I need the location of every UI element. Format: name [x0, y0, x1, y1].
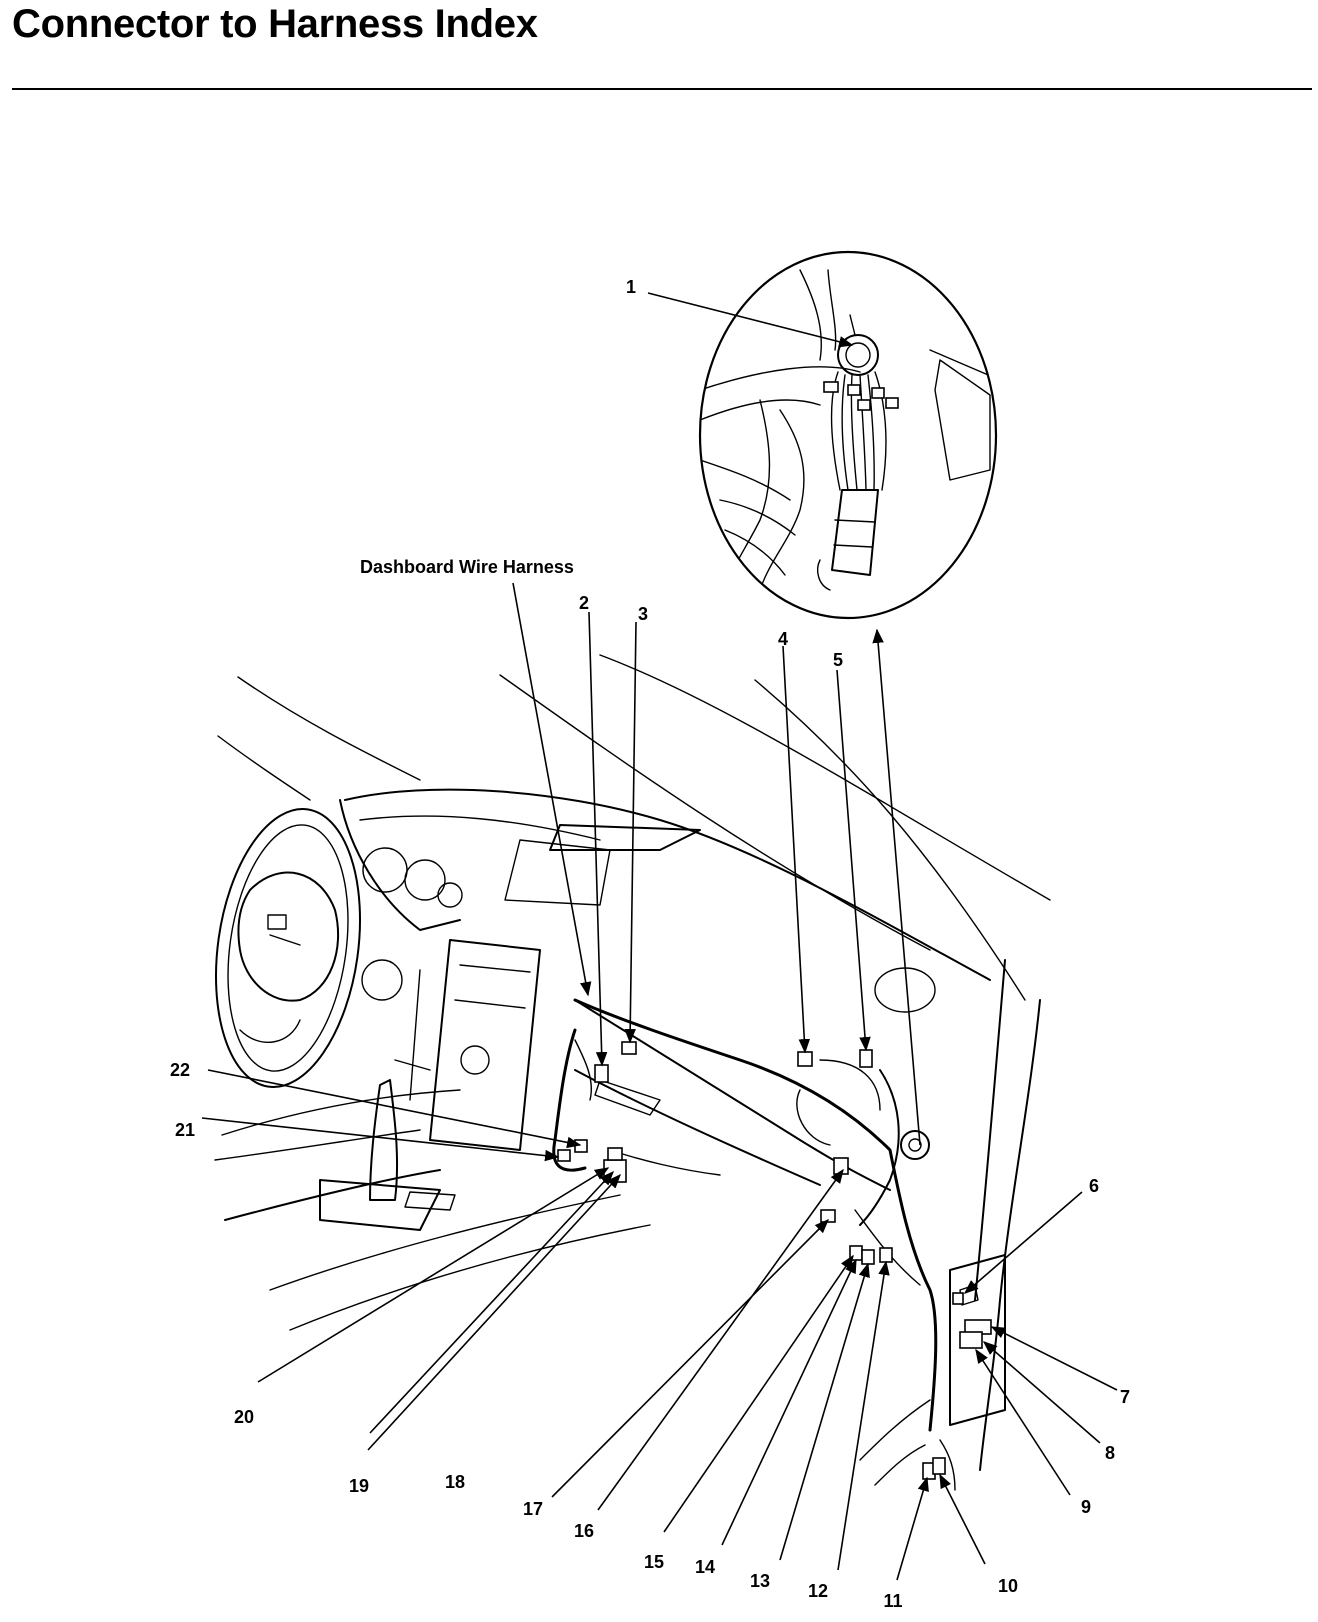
- leader-lines: [201, 292, 1118, 1581]
- callout-8: 8: [1105, 1443, 1115, 1463]
- callout-6: 6: [1089, 1176, 1099, 1196]
- callout-3: 3: [638, 604, 648, 624]
- callout-16: 16: [574, 1521, 594, 1541]
- callout-17: 17: [523, 1499, 543, 1519]
- callout-7: 7: [1120, 1387, 1130, 1407]
- callout-18: 18: [445, 1472, 465, 1492]
- callout-22: 22: [170, 1060, 190, 1080]
- callout-21: 21: [175, 1120, 195, 1140]
- dashboard-illustration: [214, 654, 1051, 1491]
- callout-11: 11: [883, 1591, 902, 1611]
- title-divider: [12, 88, 1312, 90]
- callout-20: 20: [234, 1407, 254, 1427]
- callout-13: 13: [750, 1571, 770, 1591]
- callout-1: 1: [626, 277, 636, 297]
- callout-15: 15: [644, 1552, 664, 1572]
- page-title: Connector to Harness Index: [12, 2, 538, 46]
- callout-5: 5: [833, 650, 843, 670]
- callout-14: 14: [695, 1557, 715, 1577]
- callout-12: 12: [808, 1581, 828, 1601]
- callout-19: 19: [349, 1476, 369, 1496]
- dashboard-wire-harness-label: Dashboard Wire Harness: [360, 557, 574, 577]
- callout-9: 9: [1081, 1497, 1091, 1517]
- callout-2: 2: [579, 593, 589, 613]
- callout-numbers: 1 2 3 4 5 6 7 8 9 10 11 12 13 14 15 16 1…: [170, 277, 1130, 1611]
- detail-zoom-circle: [698, 250, 998, 620]
- callout-4: 4: [778, 629, 788, 649]
- callout-10: 10: [998, 1576, 1018, 1596]
